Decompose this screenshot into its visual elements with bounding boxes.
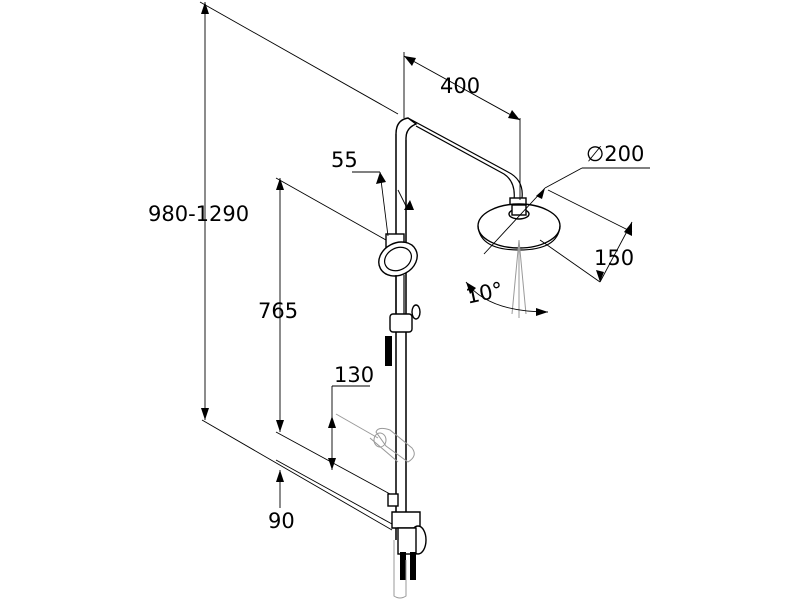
dimension-label-bottom-offset: 90 <box>268 509 295 533</box>
overhead-shower-head <box>477 203 561 318</box>
dimension-arm-length: 400 <box>403 52 521 200</box>
dimension-label-soap-dish-height: 130 <box>334 363 374 387</box>
dimension-handshower-height: 765 <box>258 177 391 495</box>
dimension-head-diameter: ∅200 <box>483 142 650 255</box>
dimension-handshower-offset: 55 <box>331 148 414 237</box>
dimension-tilt-angle: 10° <box>464 277 549 316</box>
dimension-label-tilt-angle: 10° <box>464 277 505 308</box>
slider-holder <box>385 304 421 366</box>
dimension-label-handshower-offset: 55 <box>331 148 358 172</box>
dimension-head-offset: 150 <box>539 189 634 283</box>
dimension-soap-dish-height: 130 <box>328 363 379 470</box>
dimension-label-handshower-height: 765 <box>258 299 298 323</box>
dimension-bottom-offset: 90 <box>268 459 393 533</box>
dimension-label-head-diameter: ∅200 <box>586 142 644 166</box>
dimension-label-head-offset: 150 <box>594 246 634 270</box>
soap-dish <box>369 427 415 463</box>
dimension-label-arm-length: 400 <box>440 74 480 98</box>
bottom-fitting <box>387 493 427 599</box>
hand-shower <box>378 233 418 322</box>
dimension-total-height: 980-1290 <box>148 1 399 531</box>
dimension-label-total-height: 980-1290 <box>148 202 249 226</box>
shower-arm <box>407 117 527 207</box>
